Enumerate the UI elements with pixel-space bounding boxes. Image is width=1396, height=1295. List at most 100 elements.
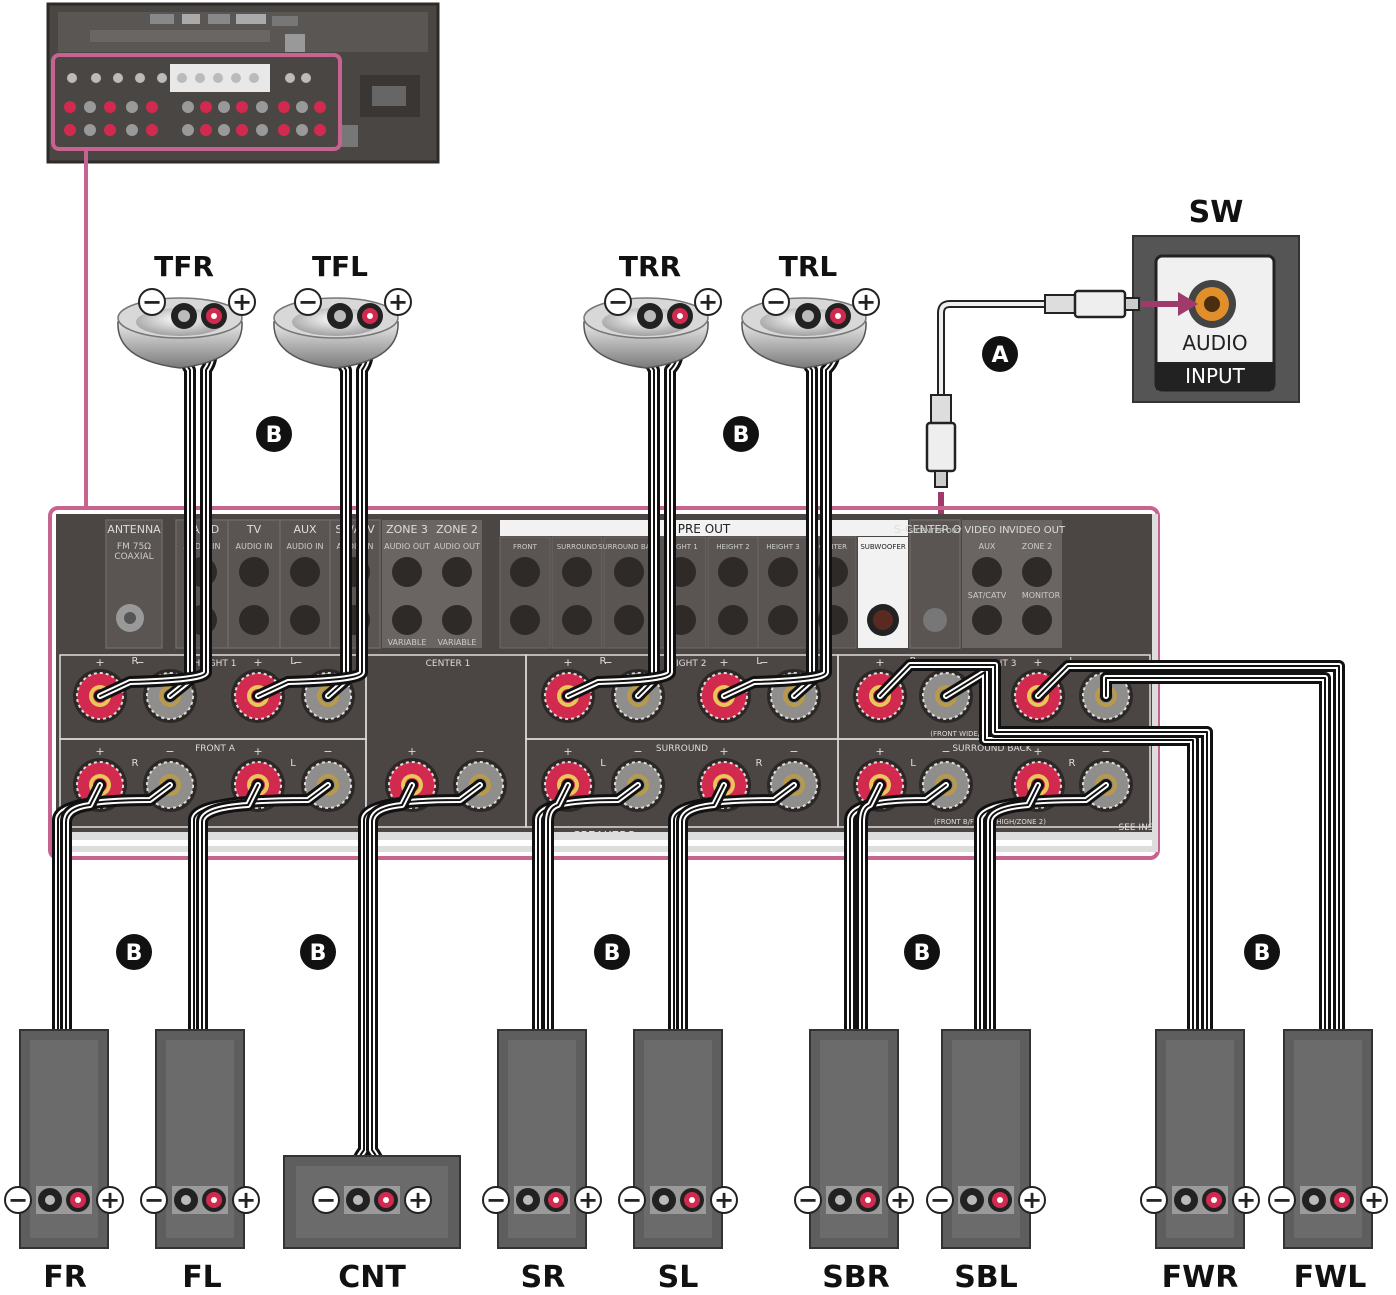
terminal-label: − — [1101, 745, 1110, 758]
plus-sign: + — [1364, 1186, 1384, 1214]
minus-icon — [4, 1186, 32, 1214]
video-in-label: VIDEO IN — [964, 525, 1009, 536]
minus-icon — [618, 1186, 646, 1214]
terminal-label: − — [475, 745, 484, 758]
floor-speaker-sl: −+SL — [618, 1029, 738, 1295]
terminal-label: L — [290, 758, 296, 769]
minus-icon — [762, 288, 790, 316]
floor-speaker-label: FWR — [1162, 1260, 1239, 1295]
pre-out-jack — [562, 605, 592, 635]
terminal-label: L — [600, 758, 606, 769]
zone-out-l-jack — [442, 557, 472, 587]
terminal-label: L — [910, 758, 916, 769]
thumb-terminal — [146, 101, 158, 113]
minus-sign: − — [142, 288, 162, 316]
audio-in-r-jack — [290, 605, 320, 635]
monitor-label: MONITOR — [1022, 591, 1061, 600]
floor-speaker-fl: −+FL — [140, 1029, 260, 1295]
terminal-label: + — [253, 745, 262, 758]
callout-marker-letter: B — [266, 423, 283, 448]
ceiling-speaker-tfl: −+TFL — [273, 250, 412, 369]
pre-out-jack — [768, 557, 798, 587]
floor-speaker-label: SR — [521, 1260, 566, 1295]
thumb-jack — [67, 73, 77, 83]
thumb-terminal — [256, 124, 268, 136]
plus-sign: + — [388, 288, 408, 316]
minus-icon — [482, 1186, 510, 1214]
pre-out-channel-label: SURROUND BACK — [598, 543, 660, 551]
terminal-label: + — [719, 656, 728, 669]
callout-marker — [904, 934, 940, 970]
video-jack — [1022, 557, 1052, 587]
plus-sign: + — [890, 1186, 910, 1214]
terminal-label: SURROUND — [656, 744, 708, 754]
floor-speaker-sbl: −+SBL — [926, 1029, 1046, 1295]
terminal-label: + — [95, 745, 104, 758]
thumb-jack — [195, 73, 205, 83]
pre-out-label: PRE OUT — [678, 522, 731, 536]
thumb-terminal — [126, 101, 138, 113]
plus-sign: + — [698, 288, 718, 316]
terminal-label: + — [875, 745, 884, 758]
terminal-label: − — [165, 745, 174, 758]
terminal-label: SURROUND BACK — [952, 744, 1032, 754]
ceiling-speaker-tfr: −+TFR — [117, 250, 256, 369]
audio-out-label: AUDIO OUT — [434, 542, 480, 551]
thumb-terminal — [146, 124, 158, 136]
pre-out-jack — [718, 605, 748, 635]
audio-in-l-jack — [239, 557, 269, 587]
plus-icon — [96, 1186, 124, 1214]
minus-sign: − — [316, 1186, 336, 1214]
terminal-label: − — [135, 656, 144, 669]
thumb-terminal — [314, 101, 326, 113]
terminal-group — [59, 738, 367, 828]
terminal-label: SEE INS — [1118, 823, 1153, 833]
floor-speaker-sbr: −+SBR — [794, 1029, 914, 1295]
terminal-label: + — [95, 656, 104, 669]
terminal-label: R — [756, 758, 763, 769]
minus-icon — [140, 1186, 168, 1214]
callout-marker-letter: B — [733, 423, 750, 448]
zone-label: ZONE 2 — [436, 523, 478, 536]
thumb-terminal — [296, 101, 308, 113]
floor-speaker-fwr: −+FWR — [1140, 1029, 1260, 1295]
subwoofer: SW AUDIO INPUT — [1132, 195, 1300, 403]
plus-sign: + — [1236, 1186, 1256, 1214]
pre-out-channel-label: SURROUND — [557, 543, 598, 551]
thumb-jack — [231, 73, 241, 83]
plus-icon — [694, 288, 722, 316]
pre-out-channel-label: FRONT — [513, 543, 538, 551]
terminal-label: + — [1033, 745, 1042, 758]
terminal-label: + — [719, 745, 728, 758]
floor-speaker-label: FWL — [1294, 1260, 1367, 1295]
plus-sign: + — [100, 1186, 120, 1214]
thumb-terminal — [182, 124, 194, 136]
ceiling-speaker-trr: −+TRR — [583, 250, 722, 369]
callout-marker — [594, 934, 630, 970]
audio-in-label: AUDIO IN — [336, 542, 373, 551]
thumb-terminal — [126, 124, 138, 136]
plus-icon — [404, 1186, 432, 1214]
zone-out-r-jack — [392, 605, 422, 635]
video-out-label: VIDEO OUT — [1009, 525, 1066, 536]
minus-icon — [794, 1186, 822, 1214]
thumb-terminal — [84, 124, 96, 136]
terminal-label: − — [633, 745, 642, 758]
plus-icon — [232, 1186, 260, 1214]
plus-icon — [228, 288, 256, 316]
terminal-label: (FRONT WIDE/ZONE 2) — [930, 730, 1010, 738]
audio-in-label: AUDIO IN — [235, 542, 272, 551]
thumb-jack — [301, 73, 311, 83]
subwoofer-label: SW — [1189, 195, 1244, 230]
zone-out-r-jack — [442, 605, 472, 635]
sub-input-arrow — [1178, 292, 1198, 316]
minus-sign: − — [798, 1186, 818, 1214]
plus-sign: + — [1022, 1186, 1042, 1214]
pre-out-channel-label: CENTER — [819, 543, 847, 551]
callout-marker — [300, 934, 336, 970]
thumb-jack — [135, 73, 145, 83]
terminal-label: HEIGHT 1 — [194, 659, 237, 669]
plus-icon — [886, 1186, 914, 1214]
subwoofer-out-label: SUBWOOFER — [860, 543, 906, 551]
aux-small-label: AUX — [979, 542, 996, 551]
